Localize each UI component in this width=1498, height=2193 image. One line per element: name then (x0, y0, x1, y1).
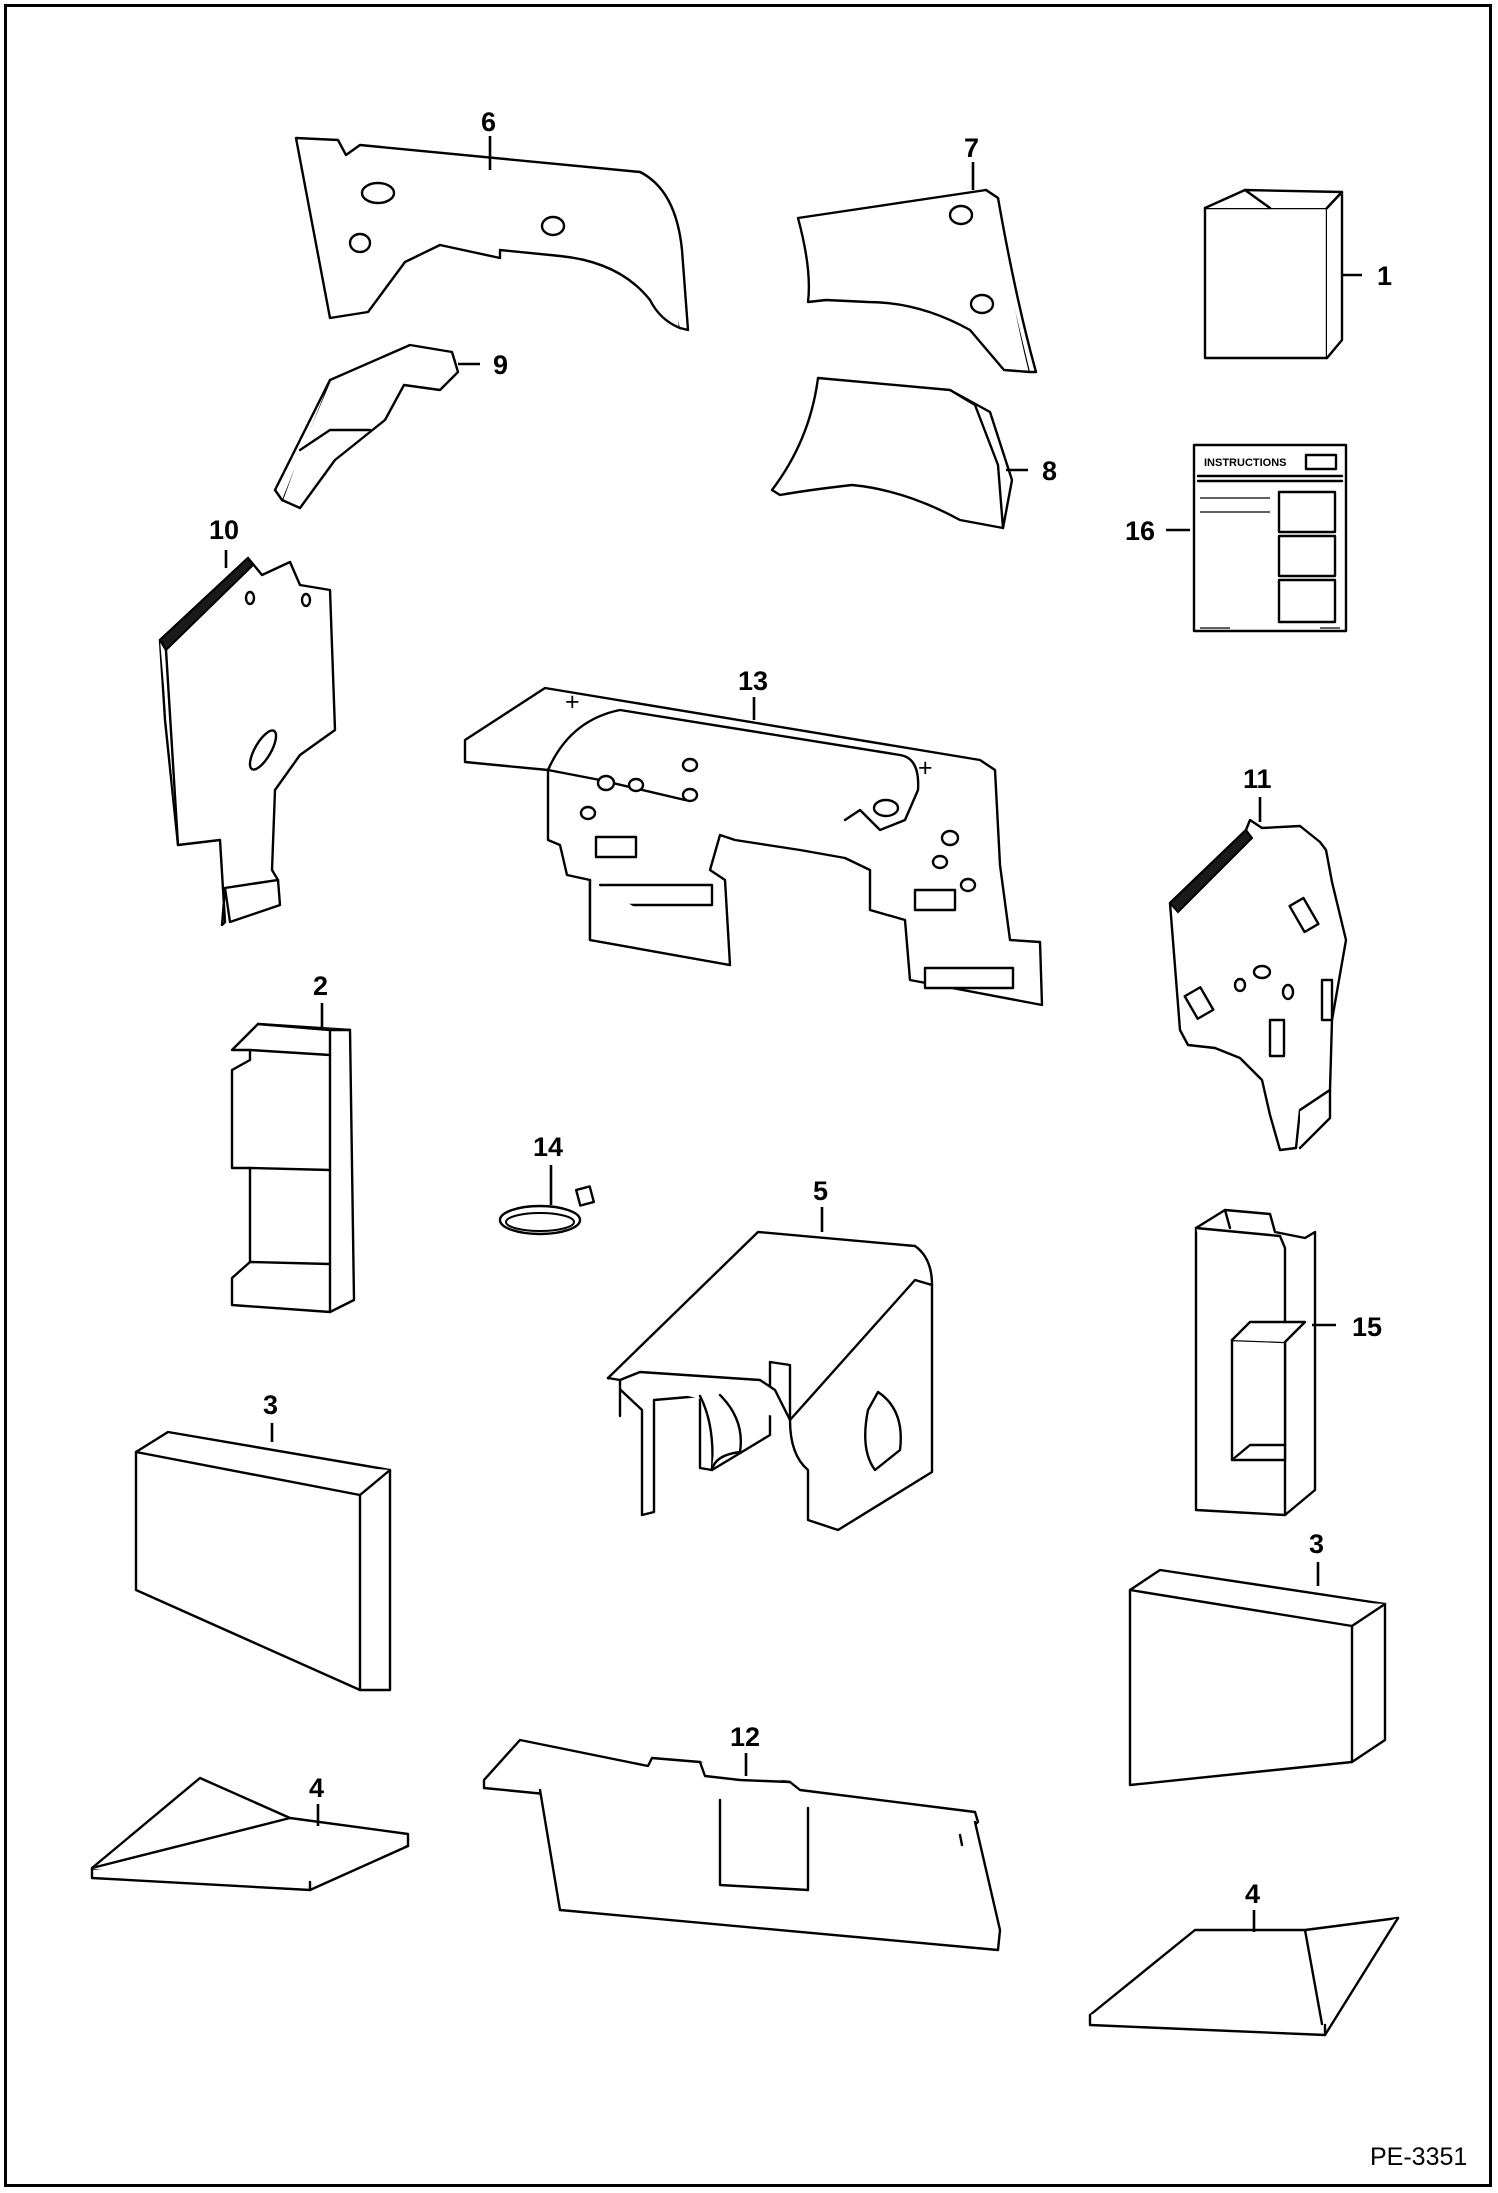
callout-leaders (224, 136, 1362, 1932)
callout-16: 16 (1125, 516, 1155, 546)
callout-13: 13 (738, 666, 768, 696)
callout-3-left: 3 (263, 1390, 278, 1420)
part-10-side-panel (158, 556, 337, 927)
instructions-label: INSTRUCTIONS (1204, 457, 1287, 469)
part-2-foam-block (230, 1022, 356, 1314)
part-4-floor-mat-left (90, 1776, 410, 1892)
callout-15: 15 (1352, 1312, 1382, 1342)
callout-2: 2 (313, 971, 328, 1001)
callout-4-right: 4 (1245, 1879, 1260, 1909)
callout-1: 1 (1377, 261, 1392, 291)
part-3-foam-slab-left (134, 1430, 392, 1692)
part-6-side-panel (294, 136, 690, 332)
svg-text:+: + (565, 688, 580, 716)
part-3-foam-slab-right (1128, 1568, 1387, 1787)
part-16-instructions-sheet: INSTRUCTIONS (1192, 443, 1348, 633)
callout-6: 6 (481, 107, 496, 137)
part-15-foam-block (1194, 1208, 1317, 1517)
callout-4-left: 4 (309, 1773, 324, 1803)
diagram-frame (4, 4, 1492, 2187)
callout-7: 7 (964, 133, 979, 163)
part-13-dash-bracket: + + (463, 686, 1044, 1007)
callout-11: 11 (1243, 764, 1272, 794)
callout-8: 8 (1042, 456, 1057, 486)
part-8-curved-insulation (770, 376, 1014, 530)
callout-3-right: 3 (1309, 1529, 1324, 1559)
part-5-cover (606, 1230, 934, 1532)
callout-labels: 6 7 1 9 8 16 10 13 11 2 14 5 15 3 3 12 4… (209, 107, 1392, 1909)
part-4-floor-mat-right (1088, 1916, 1400, 2037)
part-14-cable-tie (498, 1185, 596, 1236)
part-12-floor-panel (482, 1738, 1002, 1952)
callout-12: 12 (730, 1722, 760, 1752)
callout-5: 5 (813, 1176, 828, 1206)
part-1-box (1203, 188, 1344, 360)
part-9-angled-insulation (273, 343, 460, 510)
part-11-side-panel (1168, 818, 1348, 1152)
callout-14: 14 (533, 1132, 563, 1162)
svg-text:+: + (918, 754, 933, 782)
instructions-box-icon (1304, 453, 1338, 471)
callout-9: 9 (493, 350, 508, 380)
part-7-bracket-panel (796, 188, 1038, 374)
figure-reference: PE-3351 (1370, 2143, 1467, 2171)
callout-10: 10 (209, 515, 239, 545)
